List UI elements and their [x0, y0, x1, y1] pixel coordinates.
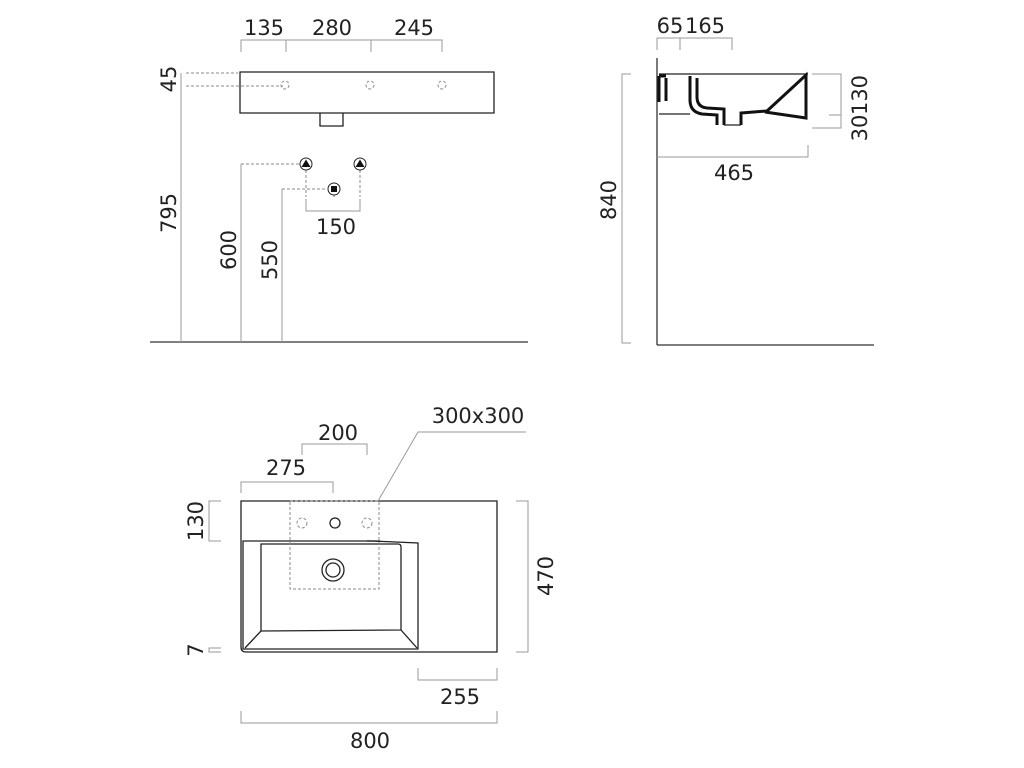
- front-basin-outline: [239, 71, 495, 114]
- plan-dim-130: 130: [184, 501, 208, 541]
- plan-dim-200: 200: [318, 421, 358, 445]
- plan-dim-255: 255: [440, 685, 480, 709]
- plan-dim-7: 7: [184, 643, 208, 656]
- side-dim-130: 130: [848, 75, 872, 115]
- side-depth-dim-line: [657, 145, 809, 158]
- side-bowl-section: [688, 76, 726, 125]
- front-dim-45: 45: [157, 66, 181, 93]
- front-tap-hole-2: [365, 80, 375, 90]
- plan-dim-800: 800: [350, 729, 390, 753]
- plan-drain-inner: [325, 562, 341, 578]
- plan-deck-dim-line: [208, 500, 221, 542]
- front-rim-leaders: [186, 72, 283, 87]
- plan-tap-hole-left: [296, 517, 308, 529]
- plan-drain-outer: [321, 558, 345, 582]
- front-spacing-dim-line: [305, 199, 361, 212]
- side-top-dim-lines: [656, 37, 733, 50]
- waste-symbol: [327, 182, 341, 196]
- plan-dim-275: 275: [266, 456, 306, 480]
- plan-view: 300x300 200 275 130 7 470 255 800: [184, 404, 558, 753]
- side-underside: [659, 113, 807, 126]
- supply-symbol-right: [353, 157, 367, 171]
- plan-tap-zone-box: [289, 500, 380, 590]
- side-right-dim-lines: [812, 73, 842, 129]
- front-view: 135 280 245 45 795 600 550: [150, 16, 528, 343]
- supply-symbol-left: [299, 157, 313, 171]
- front-dim-600: 600: [217, 230, 241, 270]
- plan-dim-300x300: 300x300: [432, 404, 525, 428]
- plan-width-dim-line: [516, 500, 529, 653]
- front-dim-135: 135: [244, 16, 284, 40]
- front-dim-245: 245: [394, 16, 434, 40]
- side-view: 65 165 130 30 465 840: [597, 14, 874, 346]
- side-dim-65: 65: [657, 14, 684, 38]
- plan-front-lip-dim-line: [208, 647, 221, 653]
- plan-tap-offset-dim-line: [240, 481, 334, 493]
- front-drain-stub: [319, 113, 344, 127]
- front-dim-550: 550: [258, 240, 282, 280]
- plan-tap-hole-centre: [329, 517, 341, 529]
- plan-tap-hole-right: [361, 517, 373, 529]
- plan-bowl-corner-lines: [244, 629, 418, 649]
- side-dim-465: 465: [714, 161, 754, 185]
- plan-length-dim-line: [240, 711, 498, 724]
- front-top-dim-lines: [240, 39, 443, 52]
- plan-outline: [240, 500, 498, 653]
- plan-bowl-inner: [260, 543, 402, 632]
- front-dim-795: 795: [157, 193, 181, 233]
- front-tap-hole-1: [280, 80, 290, 90]
- side-back-wall-section: [657, 74, 668, 102]
- front-tap-hole-3: [437, 80, 447, 90]
- plan-tap-zone-leader: [377, 431, 526, 502]
- side-height-dim-line: [621, 73, 631, 344]
- side-dim-30: 30: [848, 115, 872, 142]
- plan-dim-470: 470: [534, 556, 558, 596]
- side-dim-165: 165: [685, 14, 725, 38]
- side-dim-840: 840: [597, 180, 621, 220]
- plan-bowl-outer: [242, 540, 419, 650]
- side-drain-section: [739, 71, 808, 125]
- plan-tap-span-dim-line: [301, 443, 368, 455]
- front-dim-150: 150: [316, 215, 356, 239]
- plan-shelf-dim-line: [417, 668, 498, 681]
- front-dim-280: 280: [312, 16, 352, 40]
